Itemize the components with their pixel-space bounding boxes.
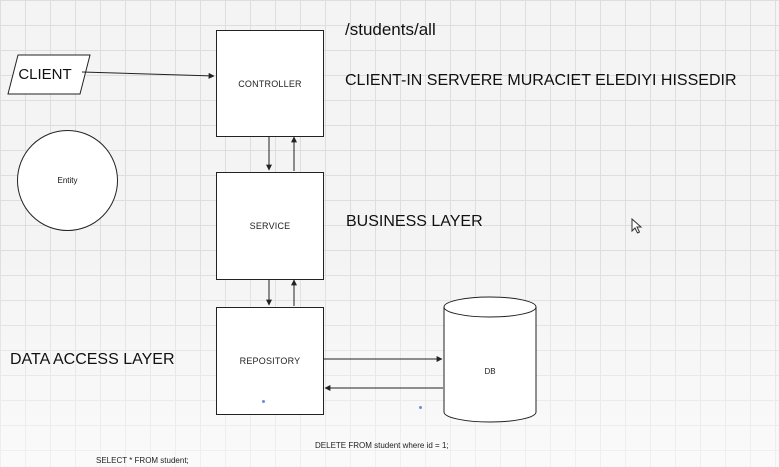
service-label: SERVICE (249, 221, 291, 231)
controller-box: CONTROLLER (216, 30, 324, 137)
db-cylinder: DB (443, 296, 537, 423)
mouse-cursor-icon (631, 218, 643, 234)
repository-box: REPOSITORY (216, 307, 324, 415)
client-label: CLIENT (18, 66, 71, 83)
client-shape: CLIENT (7, 54, 91, 95)
endpoint-annotation: /students/all (345, 20, 436, 39)
entity-circle: Entity (17, 130, 118, 231)
stray-dot (419, 406, 422, 409)
sql-delete-query: DELETE FROM student where id = 1; (315, 441, 449, 450)
repository-label: REPOSITORY (239, 356, 301, 366)
controller-label: CONTROLLER (238, 78, 302, 89)
entity-label: Entity (57, 176, 78, 185)
db-label: DB (484, 367, 495, 376)
sql-select-query: SELECT * FROM student; (96, 456, 189, 465)
business-layer-annotation: BUSINESS LAYER (346, 213, 483, 230)
controller-description: CLIENT-IN SERVERE MURACIET ELEDIYI HISSE… (345, 72, 737, 89)
arrow-client-to-controller (81, 71, 215, 79)
stray-dot (262, 400, 265, 403)
service-box: SERVICE (216, 172, 324, 280)
data-access-layer-annotation: DATA ACCESS LAYER (10, 351, 175, 368)
